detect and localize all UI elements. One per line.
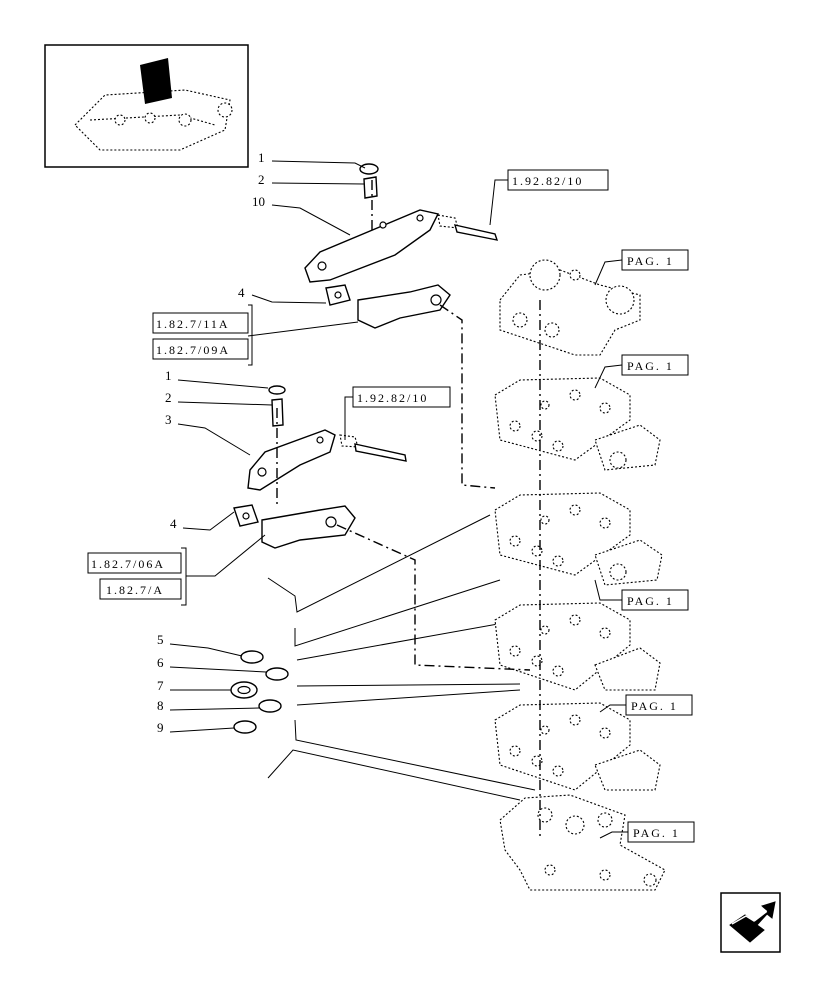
callout-5[interactable]: 5 (157, 632, 243, 657)
ref-box-09a[interactable]: 1.82.7/09A (152, 304, 359, 366)
svg-text:10: 10 (252, 194, 265, 209)
svg-text:4: 4 (238, 285, 245, 300)
svg-text:3: 3 (165, 412, 172, 427)
callout-7[interactable]: 7 (157, 678, 231, 693)
svg-text:5: 5 (157, 632, 164, 647)
next-page-arrow-icon[interactable] (720, 892, 781, 953)
callout-9[interactable]: 9 (157, 720, 235, 735)
callout-3[interactable]: 3 (165, 412, 251, 456)
callout-4-lower[interactable]: 4 (170, 511, 235, 531)
callout-6[interactable]: 6 (157, 655, 267, 673)
callout-8[interactable]: 8 (157, 698, 260, 713)
svg-text:1: 1 (165, 368, 172, 383)
pag-box-valve-1[interactable]: PAG. 1 (594, 354, 689, 389)
callout-2-upper[interactable]: 2 (258, 172, 365, 187)
svg-text:2: 2 (165, 390, 172, 405)
pag-box-valve-2[interactable]: PAG. 1 (594, 579, 689, 611)
svg-text:PAG. 1: PAG. 1 (631, 699, 678, 713)
ref-box-11a[interactable]: 1.82.7/11A (152, 312, 249, 334)
svg-text:9: 9 (157, 720, 164, 735)
upper-lever-assembly (304, 163, 499, 329)
highlighted-part-icon (140, 58, 172, 104)
svg-text:1: 1 (258, 150, 265, 165)
svg-text:1.82.7/09A: 1.82.7/09A (156, 343, 230, 357)
svg-text:2: 2 (258, 172, 265, 187)
location-thumbnail[interactable] (44, 44, 249, 168)
svg-text:PAG. 1: PAG. 1 (627, 254, 674, 268)
ref-box-06a[interactable]: 1.82.7/06A (87, 552, 182, 574)
ref-box-7a[interactable]: 1.82.7/A (99, 534, 266, 606)
valve-stack (494, 259, 666, 891)
svg-text:1.92.82/10: 1.92.82/10 (357, 391, 428, 405)
pag-box-base[interactable]: PAG. 1 (599, 821, 695, 843)
assembly-axes (276, 180, 541, 840)
callout-1-upper[interactable]: 1 (258, 150, 366, 169)
lower-lever-assembly (233, 385, 407, 549)
svg-text:7: 7 (157, 678, 164, 693)
pag-box-valve-4[interactable]: PAG. 1 (599, 694, 693, 716)
svg-text:1.82.7/06A: 1.82.7/06A (91, 557, 165, 571)
svg-text:4: 4 (170, 516, 177, 531)
svg-text:PAG. 1: PAG. 1 (627, 594, 674, 608)
seal-set (230, 650, 289, 734)
callout-4-upper[interactable]: 4 (238, 285, 327, 304)
svg-text:6: 6 (157, 655, 164, 670)
svg-text:8: 8 (157, 698, 164, 713)
seal-guide-lines (267, 514, 536, 801)
svg-text:PAG. 1: PAG. 1 (627, 359, 674, 373)
callout-1-lower[interactable]: 1 (165, 368, 269, 389)
ref-box-top[interactable]: 1.92.82/10 (489, 169, 609, 226)
pag-box-cover[interactable]: PAG. 1 (594, 249, 689, 286)
callout-2-lower[interactable]: 2 (165, 390, 273, 406)
callout-10[interactable]: 10 (252, 194, 351, 236)
ref-box-mid[interactable]: 1.92.82/10 (344, 386, 451, 440)
svg-text:PAG. 1: PAG. 1 (633, 826, 680, 840)
svg-text:1.82.7/A: 1.82.7/A (106, 583, 164, 597)
svg-text:1.92.82/10: 1.92.82/10 (512, 174, 583, 188)
svg-text:1.82.7/11A: 1.82.7/11A (156, 317, 230, 331)
